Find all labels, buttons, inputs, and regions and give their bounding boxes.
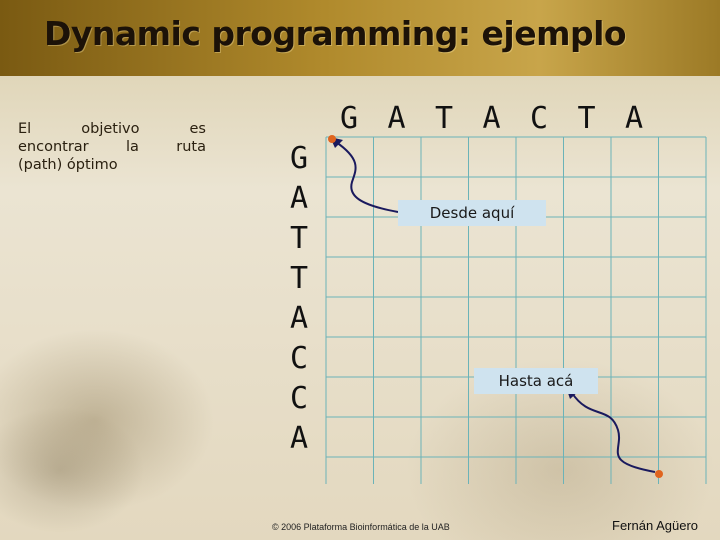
- objective-word: El: [18, 121, 32, 137]
- left-sequence-letter: A: [290, 181, 308, 216]
- path-arrows: [328, 135, 663, 478]
- top-sequence-letter: A: [482, 101, 500, 136]
- end-arrow: [571, 392, 656, 473]
- matrix-grid: [325, 136, 707, 484]
- left-sequence-letter: T: [290, 261, 308, 296]
- top-sequence-letter: A: [625, 101, 643, 136]
- objective-word: es: [189, 121, 206, 137]
- objective-word: objetivo: [81, 121, 140, 137]
- end-dot-icon: [655, 470, 663, 478]
- top-sequence-letter: A: [387, 101, 405, 136]
- top-sequence-letter: T: [577, 101, 595, 136]
- left-sequence-letter: G: [290, 141, 308, 176]
- left-sequence-letter: C: [290, 341, 308, 376]
- objective-word: óptimo: [66, 157, 118, 173]
- left-sequence-letter: A: [290, 421, 308, 456]
- objective-word: encontrar: [18, 139, 89, 155]
- end-label: Hasta acá: [474, 368, 598, 394]
- page-title: Dynamic programming: ejemplo: [44, 14, 627, 53]
- objective-word: (path): [18, 157, 63, 173]
- copyright-notice: © 2006 Plataforma Bioinformática de la U…: [272, 522, 450, 532]
- start-label: Desde aquí: [398, 200, 546, 226]
- title-bar: Dynamic programming: ejemplo: [0, 0, 720, 76]
- left-sequence-letter: A: [290, 301, 308, 336]
- left-sequence-letter: T: [290, 221, 308, 256]
- author-name: Fernán Agüero: [612, 518, 699, 533]
- left-sequence-letter: C: [290, 381, 308, 416]
- objective-word: ruta: [176, 139, 206, 155]
- top-sequence-letter: C: [530, 101, 548, 136]
- objective-text: El objetivo es encontrar la ruta (path) …: [18, 120, 206, 174]
- top-sequence-letter: G: [340, 101, 358, 136]
- objective-word: la: [125, 139, 139, 155]
- start-dot-icon: [328, 135, 336, 143]
- top-sequence-letter: T: [435, 101, 453, 136]
- start-arrow: [335, 141, 399, 213]
